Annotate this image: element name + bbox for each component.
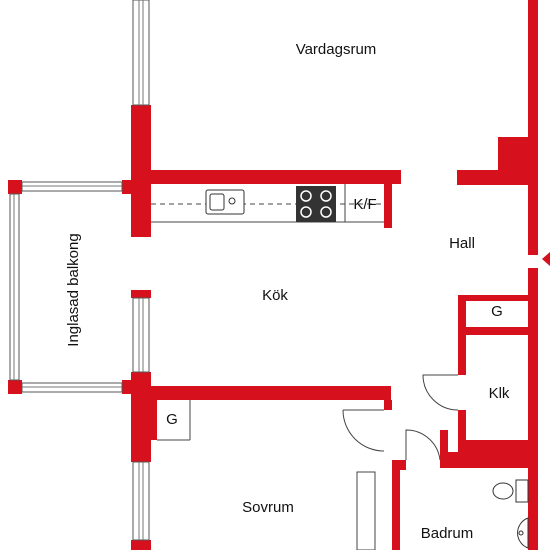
window-bedroom [132, 461, 150, 541]
door-klk [422, 374, 459, 411]
label-closet-g2: G [166, 411, 178, 428]
entrance-arrow-icon [542, 252, 550, 266]
room-label-hall: Hall [449, 235, 475, 252]
balcony-corner-br [122, 380, 132, 394]
label-kf: K/F [353, 196, 376, 213]
doors [157, 374, 459, 550]
wall-kitchen-top [131, 170, 401, 184]
wall-closet-g1-top [466, 295, 528, 301]
room-label-kok: Kök [262, 287, 288, 304]
wall-bath-left [392, 470, 400, 550]
windows [9, 0, 150, 541]
wall-klk-bottom [466, 440, 528, 452]
wall-bedroom-door-stub [384, 400, 392, 410]
wall-left-lower [131, 540, 151, 550]
wall-kitchen-right [384, 184, 392, 228]
kitchen-counter [151, 184, 384, 223]
bedroom-wardrobe [356, 471, 376, 550]
stove-icon [296, 186, 336, 222]
balcony-corner-bl [8, 380, 22, 394]
window-living-room [132, 0, 150, 106]
wall-closet-g1-bottom [458, 327, 528, 335]
wall-right-bottom [528, 268, 538, 550]
wall-bath-left-stub [392, 460, 406, 470]
room-label-klk: Klk [489, 385, 510, 402]
wall-klk-left [458, 410, 466, 462]
wall-bath-stub [440, 430, 448, 468]
wall-left-kitchen-top [131, 290, 151, 298]
room-label-balkong: Inglasad balkong [65, 233, 82, 346]
balcony-corner-tr [122, 180, 132, 194]
room-label-vardagsrum: Vardagsrum [296, 41, 377, 58]
label-closet-g1: G [491, 303, 503, 320]
washbasin-icon [517, 517, 529, 549]
door-bedroom [342, 409, 385, 452]
sink-icon [205, 189, 245, 215]
wall-bath-top [440, 452, 528, 468]
walls [8, 0, 550, 550]
wall-hall-notch [457, 137, 528, 185]
door-bathroom [405, 429, 441, 461]
room-label-sovrum: Sovrum [242, 499, 294, 516]
room-label-badrum: Badrum [421, 525, 474, 542]
balcony-corner-tl [8, 180, 22, 194]
wall-closet-g2 [151, 400, 157, 440]
wall-left-mid [131, 372, 151, 462]
window-kitchen [132, 297, 150, 373]
toilet-icon [492, 479, 529, 503]
wall-right-exterior [528, 0, 538, 255]
wall-bedroom-top [131, 386, 391, 400]
